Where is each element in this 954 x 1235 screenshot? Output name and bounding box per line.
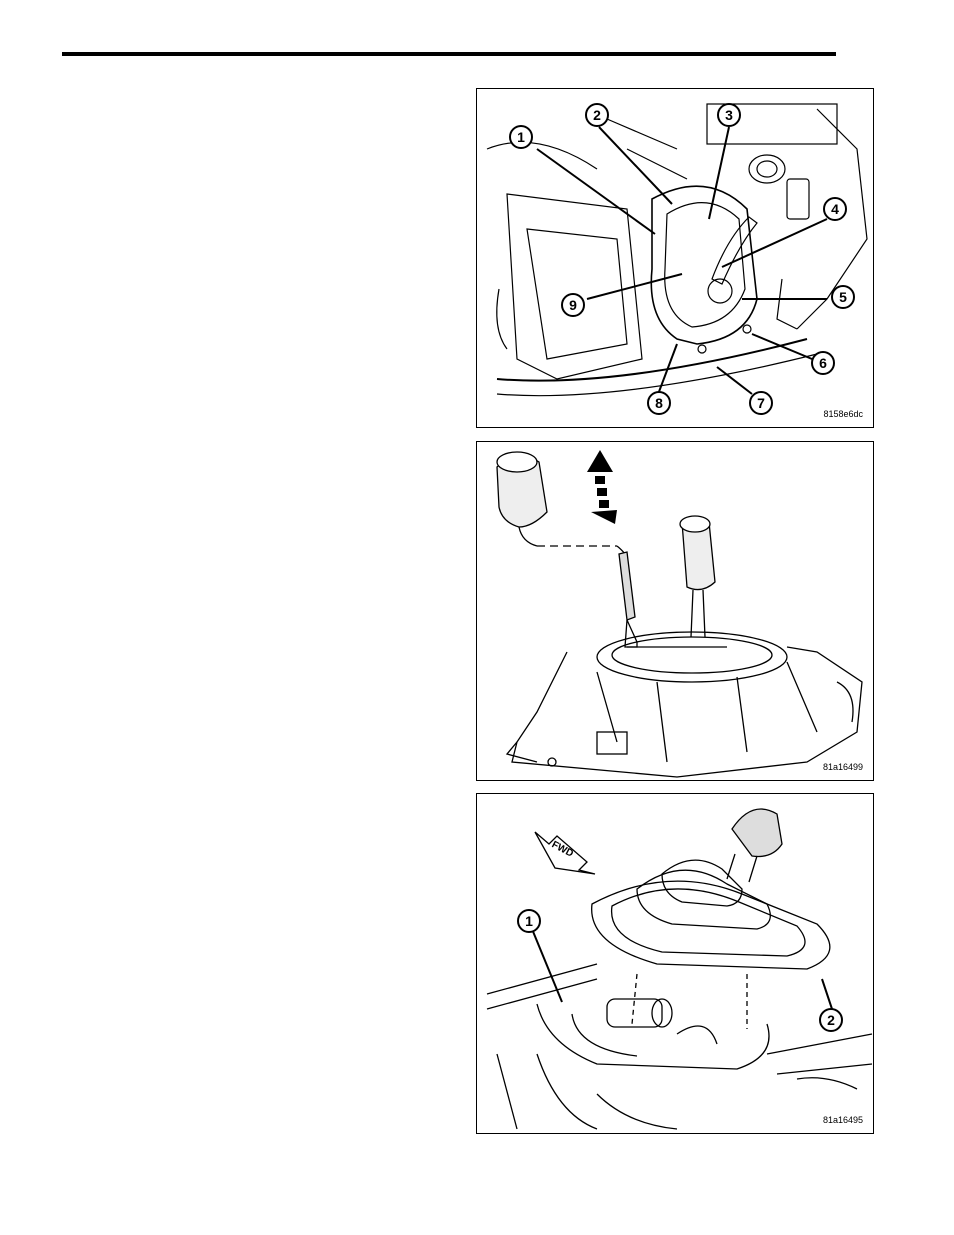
figure-code: 81a16495: [823, 1115, 863, 1125]
callout-3: 3: [717, 103, 741, 127]
callout-1: 1: [509, 125, 533, 149]
callout-7: 7: [749, 391, 773, 415]
figure-code: 8158e6dc: [823, 409, 863, 419]
shift-boot-illustration: [477, 794, 874, 1134]
header-rule: [62, 52, 836, 56]
shifter-assembly-illustration: [477, 89, 874, 428]
callout-5: 5: [831, 285, 855, 309]
figure-shifter-assembly-callouts: 1 2 3 4 5 6 7 8 9 8158e6dc: [476, 88, 874, 428]
callout-4: 4: [823, 197, 847, 221]
shift-knob-illustration: [477, 442, 874, 781]
callout-2: 2: [819, 1008, 843, 1032]
callout-6: 6: [811, 351, 835, 375]
callout-1: 1: [517, 909, 541, 933]
callout-9: 9: [561, 293, 585, 317]
callout-8: 8: [647, 391, 671, 415]
figure-code: 81a16499: [823, 762, 863, 772]
figure-shift-boot-removal: FWD 1 2 81a16495: [476, 793, 874, 1134]
callout-2: 2: [585, 103, 609, 127]
figure-shift-knob-removal: 81a16499: [476, 441, 874, 781]
